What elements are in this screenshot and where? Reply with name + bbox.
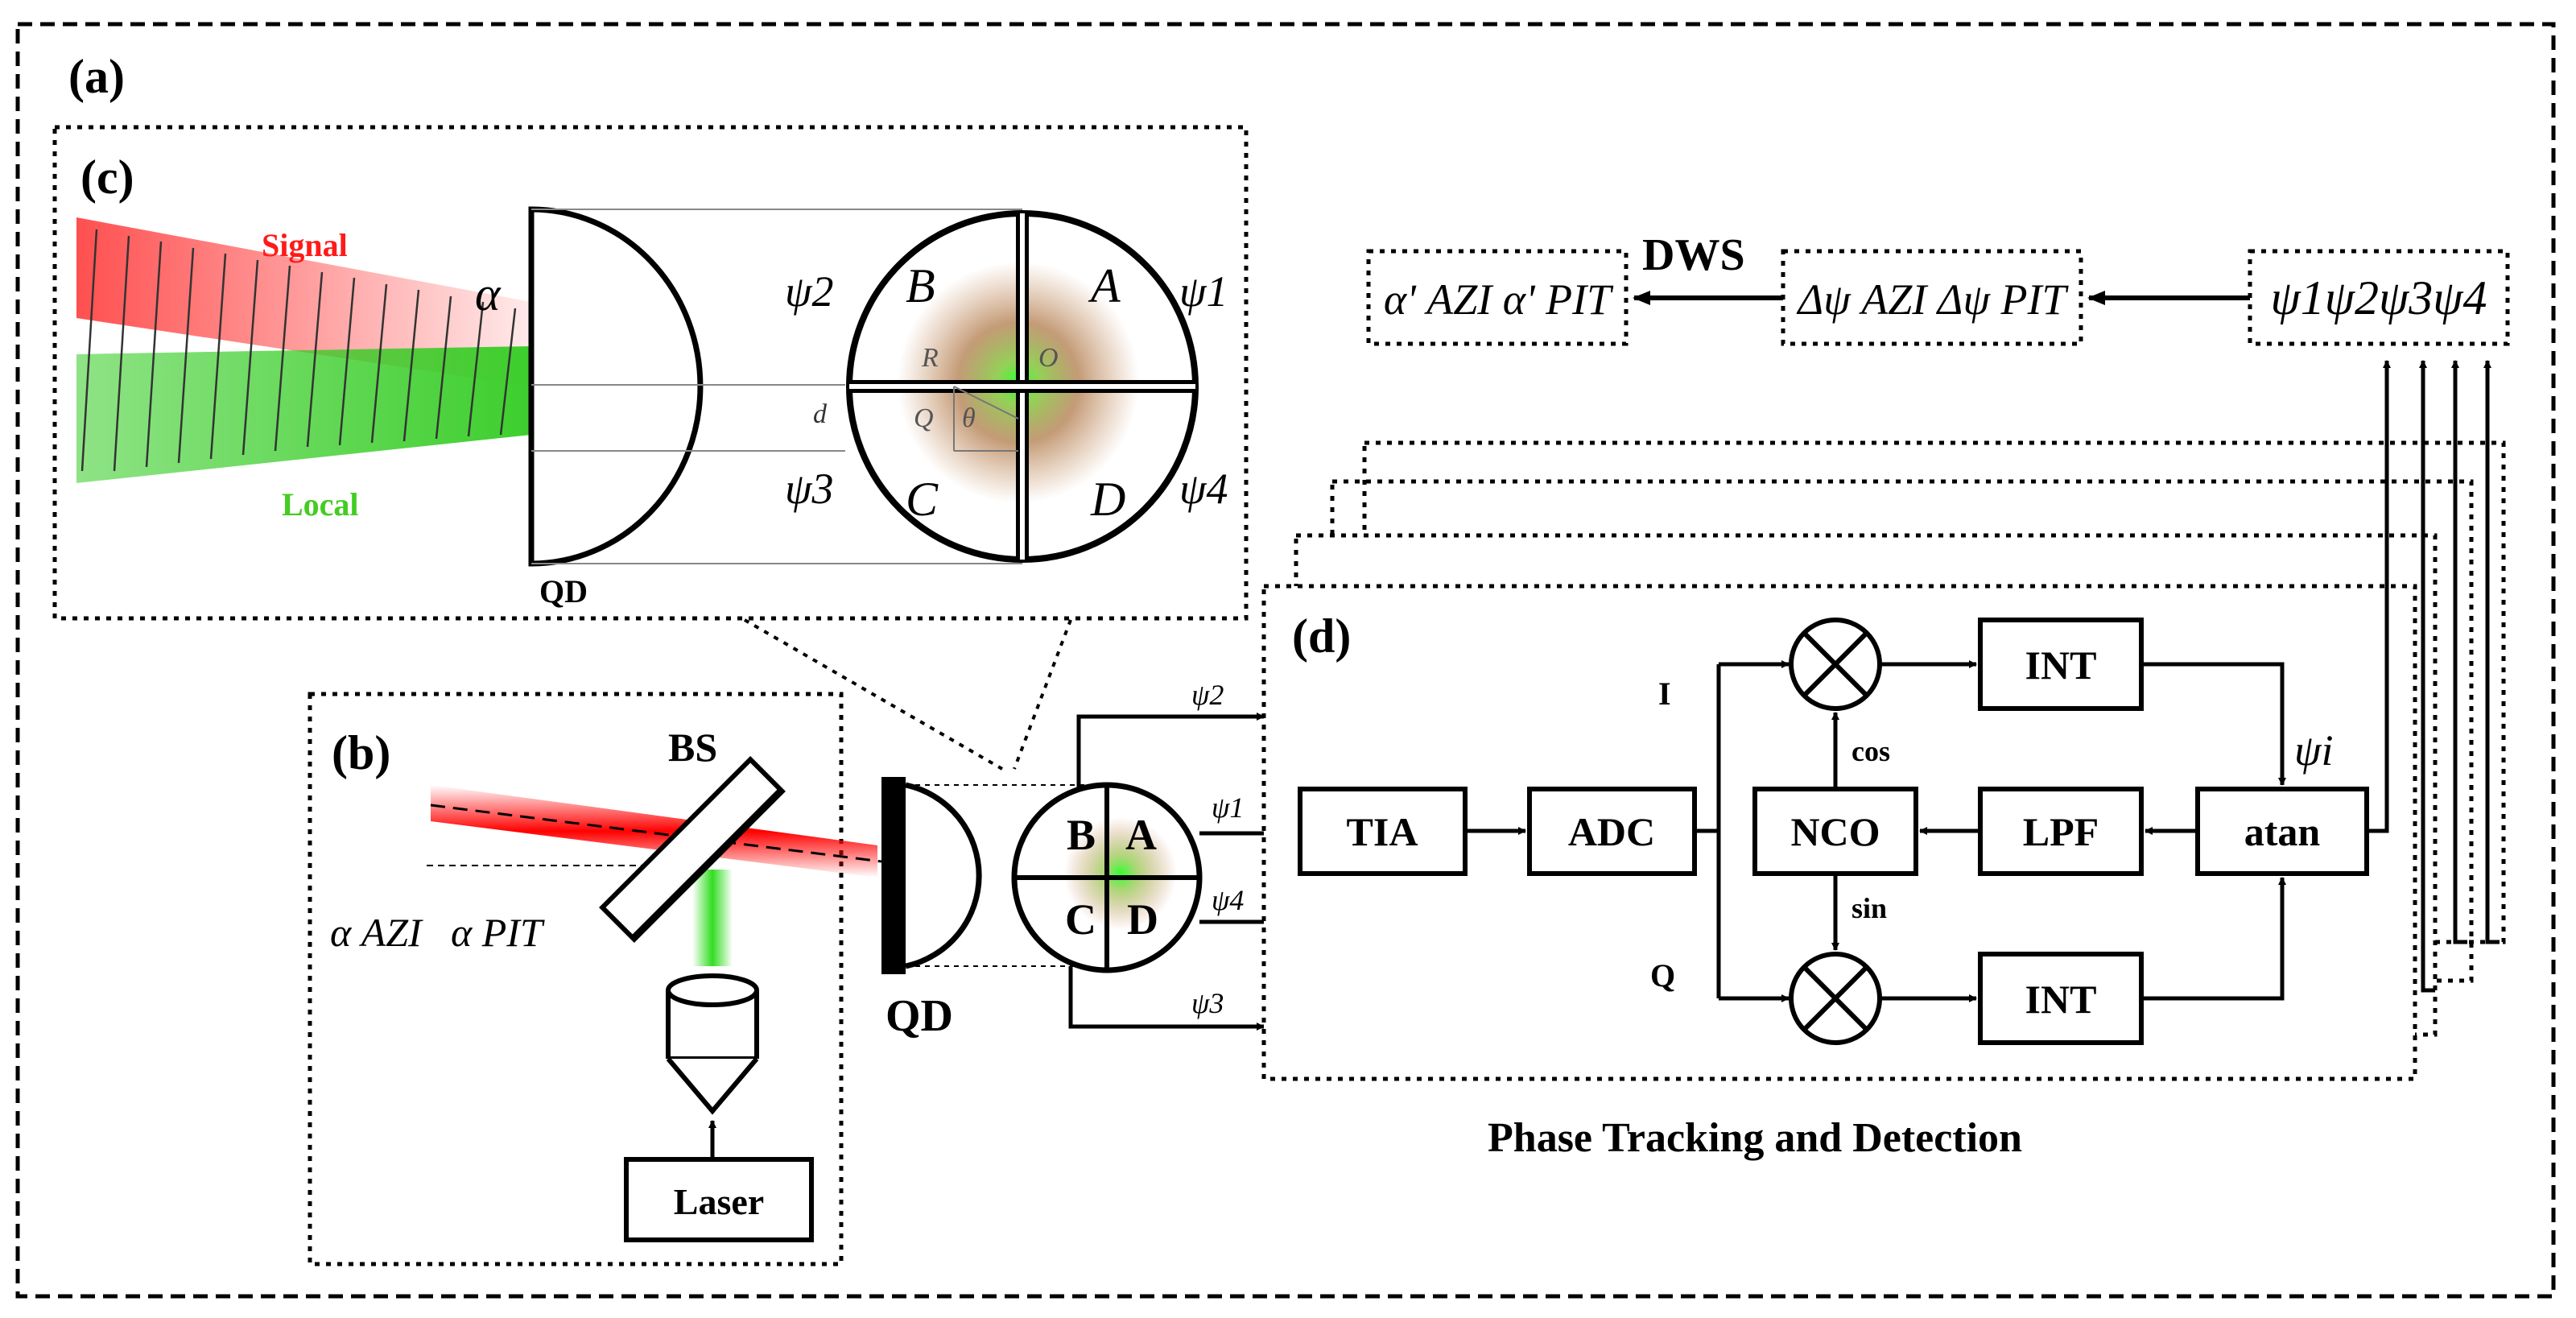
q-label: Q — [1650, 957, 1675, 994]
psi4-c: ψ4 — [1179, 465, 1228, 513]
svg-text:LPF: LPF — [2023, 809, 2099, 854]
alpha-label: α — [475, 267, 502, 320]
laser-label: Laser — [674, 1181, 764, 1222]
psi2-c: ψ2 — [785, 267, 834, 316]
panel-c-frame — [52, 125, 1249, 621]
panel-c-label: (c) — [80, 151, 134, 204]
mixer-top — [1789, 618, 1882, 711]
local-label: Local — [282, 486, 359, 523]
beam-splitter — [599, 756, 786, 943]
caption: Phase Tracking and Detection — [1488, 1115, 2022, 1161]
svg-text:INT: INT — [2025, 642, 2097, 688]
beam-spot-b — [1064, 817, 1177, 930]
nco-block: NCO — [1752, 787, 1918, 876]
feedback-wires — [2367, 360, 2500, 993]
quadrant-c-c: C — [906, 473, 939, 526]
zoom-line-right — [1013, 619, 1072, 770]
int-top-block: INT — [1978, 618, 2144, 711]
projection-lines-b — [906, 784, 1095, 967]
svg-text:INT: INT — [2025, 977, 2097, 1022]
beam-axis-dashed — [430, 804, 882, 863]
qd-output-lines — [1068, 713, 1281, 1031]
qd-mount — [881, 777, 906, 974]
qd-lens-b — [905, 782, 982, 969]
quadrant-a-b: A — [1125, 811, 1157, 859]
psi4-out: ψ4 — [1212, 884, 1244, 916]
sin-label: sin — [1852, 892, 1887, 924]
signal-beam — [76, 217, 531, 386]
psi3-c: ψ3 — [785, 465, 834, 513]
zoom-line-left — [743, 618, 1004, 771]
delta-box-label: Δψ AZI Δψ PIT — [1797, 275, 2070, 324]
svg-text:NCO: NCO — [1790, 809, 1880, 854]
quadrant-b-c: B — [906, 259, 935, 312]
red-beam-b — [431, 785, 877, 878]
laser-block — [624, 1157, 814, 1242]
quadrant-a-c: A — [1088, 259, 1121, 312]
cos-label: cos — [1852, 735, 1890, 767]
dws-label: DWS — [1642, 230, 1745, 280]
psi3-out: ψ3 — [1191, 987, 1224, 1019]
lpf-block: LPF — [1978, 787, 2144, 876]
inner-theta: θ — [962, 403, 976, 433]
int-bottom-block: INT — [1978, 952, 2144, 1045]
tia-block: TIA — [1298, 787, 1468, 876]
quadrant-detector-c — [846, 210, 1199, 563]
psi-box-label: ψ1ψ2ψ3ψ4 — [2270, 271, 2487, 324]
inner-q: Q — [914, 403, 934, 433]
svg-text:TIA: TIA — [1347, 809, 1418, 854]
quadrant-detector-b — [1011, 782, 1203, 973]
qd-lens-c — [528, 206, 704, 567]
svg-text:ADC: ADC — [1568, 809, 1655, 854]
i-label: I — [1658, 676, 1671, 712]
svg-text:atan: atan — [2244, 809, 2321, 854]
psi1-c: ψ1 — [1179, 267, 1228, 316]
qd-label-c: QD — [539, 573, 588, 609]
alpha-pit-b: α PIT — [451, 910, 545, 955]
panel-d-label: (d) — [1292, 609, 1351, 663]
quadrant-d-b: D — [1127, 895, 1158, 944]
inner-r: R — [921, 343, 939, 373]
inner-o: O — [1038, 343, 1059, 373]
panel-a-label: (a) — [68, 50, 125, 103]
quadrant-d-c: D — [1090, 473, 1125, 526]
qd-label-b: QD — [886, 991, 953, 1041]
alpha-out-label: α' AZI α' PIT — [1384, 275, 1614, 324]
mixer-bottom — [1789, 952, 1882, 1045]
panel-b-label: (b) — [332, 726, 390, 779]
alpha-out-box — [1366, 249, 1629, 346]
stack-frame-3 — [1330, 479, 2474, 983]
quadrant-c-b: C — [1065, 895, 1096, 944]
signal-label: Signal — [262, 227, 348, 263]
wavefront-lines — [80, 229, 517, 472]
signal-wires — [1465, 660, 2286, 1002]
quadrant-b-b: B — [1067, 811, 1096, 859]
local-beam — [76, 346, 531, 483]
panel-a-frame — [15, 22, 2556, 1299]
atan-block: atan — [2195, 787, 2369, 876]
objective-lens — [666, 973, 759, 1115]
green-beam-b — [692, 870, 733, 966]
psi2-out: ψ2 — [1191, 679, 1224, 711]
adc-block: ADC — [1527, 787, 1697, 876]
psi-i-label: ψi — [2294, 726, 2334, 775]
projection-lines-c — [531, 209, 1022, 564]
psi1-out: ψ1 — [1212, 791, 1244, 824]
inner-d: d — [813, 399, 828, 429]
bs-label: BS — [668, 725, 717, 770]
stack-frame-4 — [1362, 440, 2506, 944]
panel-b-frame — [308, 692, 844, 1266]
alpha-azi-pit: α AZI — [330, 910, 423, 955]
